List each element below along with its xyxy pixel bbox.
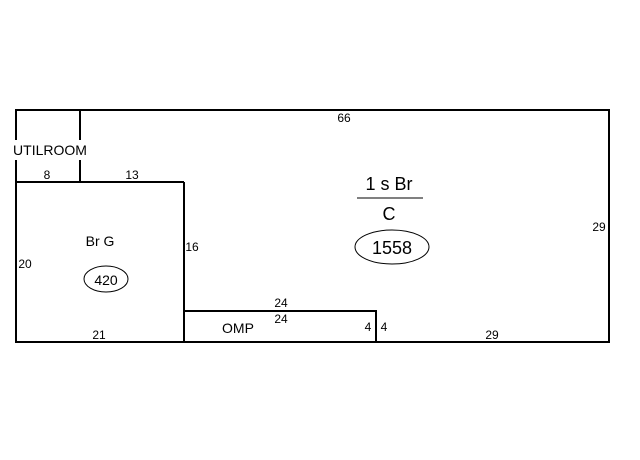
porch-right-side-dim: 4 <box>381 320 388 334</box>
porch-left-side-dim: 4 <box>365 320 372 334</box>
garage-bottom-dim: 21 <box>92 328 106 342</box>
porch-label: OMP <box>222 320 254 336</box>
garage-area-oval <box>83 265 129 293</box>
garage-area: 420 <box>94 272 118 288</box>
garage-top-dim: 13 <box>125 168 139 182</box>
main-area: 1558 <box>372 238 412 258</box>
utility-room-label: UTILROOM <box>13 142 87 158</box>
main-class: C <box>383 204 396 224</box>
main-top-dim: 66 <box>337 111 351 125</box>
main-bottom-dim: 29 <box>485 328 499 342</box>
porch-outline <box>184 310 377 342</box>
garage-right-dim: 16 <box>185 240 199 254</box>
garage-left-dim: 20 <box>18 257 32 271</box>
main-area-oval <box>354 229 430 265</box>
main-code: 1 s Br <box>365 174 412 194</box>
utility-room-dim: 8 <box>44 168 51 182</box>
garage-label: Br G <box>86 233 115 249</box>
porch-top-dim: 24 <box>274 296 288 310</box>
main-right-dim: 29 <box>592 220 606 234</box>
main-outline <box>15 109 610 343</box>
porch-inner-dim: 24 <box>274 312 288 326</box>
